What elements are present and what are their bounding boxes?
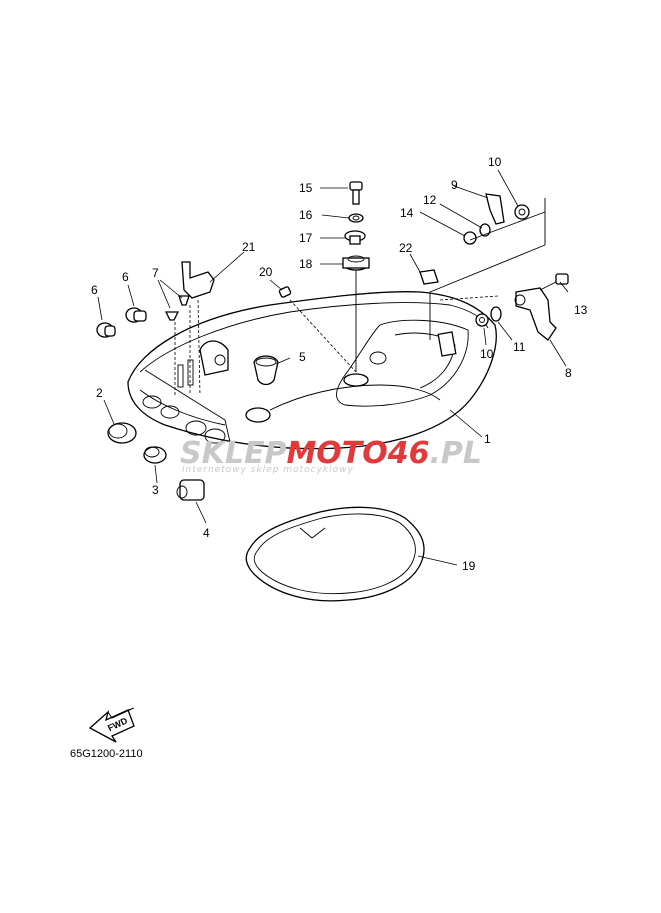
clip-7 [164, 295, 190, 321]
bolt-15 [349, 181, 363, 205]
callout-22: 22 [399, 241, 413, 255]
plug-3 [143, 446, 167, 464]
screw-13 [539, 273, 569, 291]
watermark-part4: .PL [430, 436, 483, 471]
callout-13: 13 [574, 303, 588, 317]
clip-6a [96, 322, 116, 338]
watermark: SKLEPMOTO46.PL internetowy sklep motocyk… [180, 436, 482, 475]
callouts: 1 2 3 4 5 6 6 7 8 9 10 10 11 12 13 14 15… [91, 155, 588, 573]
callout-17: 17 [299, 231, 313, 245]
callout-1: 1 [484, 432, 491, 446]
bracket-8 [514, 287, 557, 341]
callout-15: 15 [299, 181, 313, 195]
nut-10b [475, 313, 489, 327]
grommet-4 [176, 479, 205, 501]
callout-5: 5 [299, 350, 306, 364]
callout-10b: 10 [480, 347, 494, 361]
callout-10a: 10 [488, 155, 502, 169]
svg-text:SKLEPMOTO46.PL: SKLEPMOTO46.PL [180, 436, 482, 471]
watermark-part1: SKLEP [180, 436, 286, 471]
plate-9 [485, 193, 505, 225]
clip-6b [125, 307, 147, 323]
plug-2 [107, 422, 137, 444]
callout-4: 4 [203, 526, 210, 540]
callout-20: 20 [259, 265, 273, 279]
diagram-code: 65G1200-2110 [70, 748, 143, 760]
bottom-cowling [127, 291, 497, 450]
callout-8: 8 [565, 366, 572, 380]
grommet-5 [253, 355, 279, 386]
callout-7: 7 [152, 266, 159, 280]
bracket-21 [181, 261, 215, 299]
grommet-18 [342, 255, 370, 271]
leader-lines [97, 169, 569, 566]
callout-9: 9 [451, 178, 458, 192]
collar-17 [344, 230, 366, 245]
callout-14: 14 [400, 206, 414, 220]
callout-6a: 6 [91, 283, 98, 297]
callout-19: 19 [462, 559, 476, 573]
label-22 [419, 269, 439, 285]
callout-21: 21 [242, 240, 256, 254]
callout-18: 18 [299, 257, 313, 271]
callout-12: 12 [423, 193, 437, 207]
watermark-part3: 46 [387, 436, 430, 471]
callout-6b: 6 [122, 270, 129, 284]
cowling-gasket [245, 506, 425, 602]
fwd-arrow-icon: FWD [88, 707, 135, 743]
callout-3: 3 [152, 483, 159, 497]
washer-11 [490, 306, 502, 322]
callout-16: 16 [299, 208, 313, 222]
watermark-tagline: internetowy sklep motocyklowy [182, 465, 354, 475]
nut-10a [514, 204, 530, 220]
washer-16 [348, 213, 364, 223]
screw-20 [278, 286, 292, 298]
callout-11: 11 [513, 340, 526, 354]
watermark-part2: MOTO [286, 436, 387, 471]
callout-2: 2 [96, 386, 103, 400]
